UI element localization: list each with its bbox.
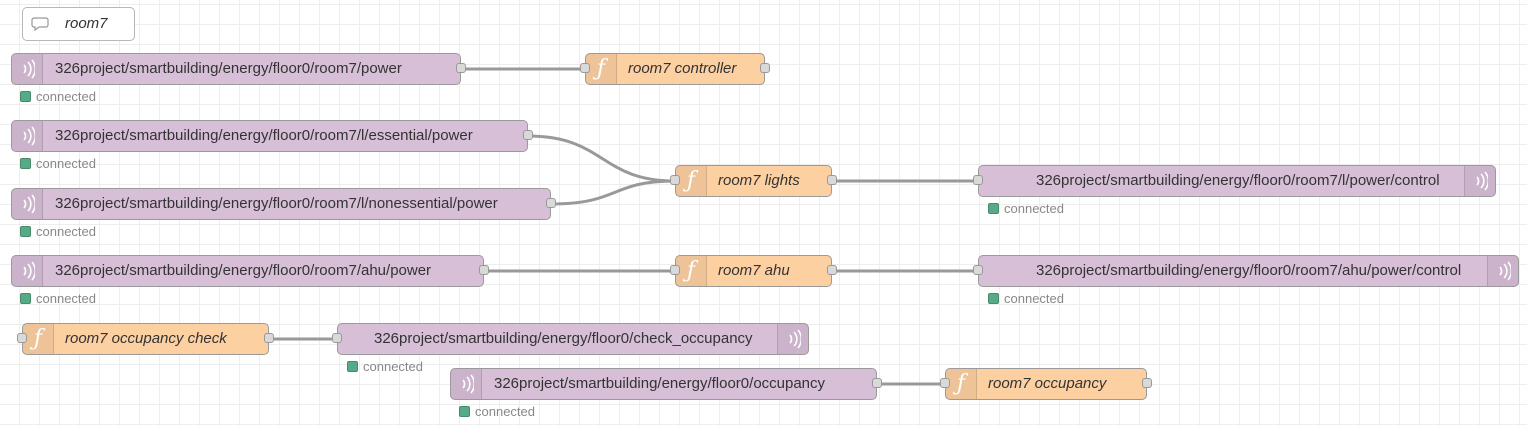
mqtt-topic-label: 326project/smartbuilding/energy/floor0/r… (1036, 262, 1462, 279)
input-port[interactable] (670, 175, 680, 185)
input-port[interactable] (332, 333, 342, 343)
status-text: connected (36, 88, 96, 104)
output-port[interactable] (479, 265, 489, 275)
status-connected: connected (20, 290, 96, 306)
mqtt-icon (12, 256, 43, 286)
function-label: room7 occupancy (988, 375, 1107, 392)
status-dot (20, 225, 31, 237)
mqtt-icon (12, 121, 43, 151)
status-text: connected (1004, 290, 1064, 306)
input-port[interactable] (940, 378, 950, 388)
status-dot (347, 360, 358, 372)
function-icon: ƒ (23, 324, 54, 354)
mqtt-topic-label: 326project/smartbuilding/energy/floor0/r… (55, 262, 432, 279)
function-room7-ahu[interactable]: ƒ room7 ahu (670, 255, 837, 287)
mqtt-icon (777, 324, 808, 354)
output-port[interactable] (456, 63, 466, 73)
mqtt-topic-label: 326project/smartbuilding/energy/floor0/r… (1036, 172, 1440, 189)
input-port[interactable] (17, 333, 27, 343)
function-label: room7 occupancy check (65, 330, 227, 347)
function-room7-lights[interactable]: ƒ room7 lights (670, 165, 837, 197)
function-icon: ƒ (946, 369, 977, 399)
output-port[interactable] (264, 333, 274, 343)
function-icon: ƒ (676, 256, 707, 286)
output-port[interactable] (827, 265, 837, 275)
comment-icon (23, 8, 57, 40)
status-text: connected (363, 358, 423, 374)
mqtt-topic-label: 326project/smartbuilding/energy/floor0/r… (55, 127, 473, 144)
function-label: room7 controller (628, 60, 737, 77)
status-connected: connected (20, 223, 96, 239)
function-room7-occupancy-check[interactable]: ƒ room7 occupancy check (17, 323, 274, 355)
status-dot (20, 292, 31, 304)
mqtt-icon (12, 54, 43, 84)
mqtt-icon (1487, 256, 1518, 286)
function-label: room7 lights (718, 172, 800, 189)
mqtt-in-nonessential-power[interactable]: 326project/smartbuilding/energy/floor0/r… (11, 188, 556, 220)
input-port[interactable] (973, 265, 983, 275)
mqtt-out-ahu-control[interactable]: 326project/smartbuilding/energy/floor0/r… (973, 255, 1519, 287)
input-port[interactable] (670, 265, 680, 275)
mqtt-in-ahu-power[interactable]: 326project/smartbuilding/energy/floor0/r… (11, 255, 489, 287)
mqtt-icon (12, 189, 43, 219)
mqtt-in-occupancy[interactable]: 326project/smartbuilding/energy/floor0/o… (450, 368, 882, 400)
status-dot (459, 405, 470, 417)
output-port[interactable] (546, 198, 556, 208)
mqtt-icon (451, 369, 482, 399)
status-dot (20, 157, 31, 169)
mqtt-out-check-occupancy[interactable]: 326project/smartbuilding/energy/floor0/c… (332, 323, 809, 355)
mqtt-out-lights-control[interactable]: 326project/smartbuilding/energy/floor0/r… (973, 165, 1496, 197)
input-port[interactable] (580, 63, 590, 73)
output-port[interactable] (827, 175, 837, 185)
function-icon: ƒ (586, 54, 617, 84)
output-port[interactable] (760, 63, 770, 73)
status-connected: connected (20, 155, 96, 171)
status-dot (20, 90, 31, 102)
status-connected: connected (347, 358, 423, 374)
function-icon: ƒ (676, 166, 707, 196)
function-room7-occupancy[interactable]: ƒ room7 occupancy (940, 368, 1152, 400)
output-port[interactable] (523, 130, 533, 140)
mqtt-icon (1464, 166, 1495, 196)
status-text: connected (36, 223, 96, 239)
wire-essential-to-lights[interactable] (527, 134, 676, 183)
mqtt-topic-label: 326project/smartbuilding/energy/floor0/o… (494, 375, 826, 392)
status-connected: connected (20, 88, 96, 104)
mqtt-topic-label: 326project/smartbuilding/energy/floor0/c… (374, 330, 753, 347)
function-room7-controller[interactable]: ƒ room7 controller (580, 53, 770, 85)
input-port[interactable] (973, 175, 983, 185)
comment-node[interactable]: room7 (22, 7, 135, 41)
output-port[interactable] (1142, 378, 1152, 388)
wire-nonessential-to-lights[interactable] (550, 179, 676, 206)
mqtt-topic-label: 326project/smartbuilding/energy/floor0/r… (55, 60, 402, 77)
status-text: connected (36, 290, 96, 306)
status-dot (988, 202, 999, 214)
function-label: room7 ahu (718, 262, 790, 279)
status-text: connected (36, 155, 96, 171)
status-text: connected (475, 403, 535, 419)
status-connected: connected (459, 403, 535, 419)
status-dot (988, 292, 999, 304)
status-connected: connected (988, 290, 1064, 306)
mqtt-topic-label: 326project/smartbuilding/energy/floor0/r… (55, 195, 498, 212)
mqtt-in-power[interactable]: 326project/smartbuilding/energy/floor0/r… (11, 53, 466, 85)
mqtt-in-essential-power[interactable]: 326project/smartbuilding/energy/floor0/r… (11, 120, 533, 152)
status-text: connected (1004, 200, 1064, 216)
status-connected: connected (988, 200, 1064, 216)
comment-label: room7 (65, 15, 108, 32)
output-port[interactable] (872, 378, 882, 388)
